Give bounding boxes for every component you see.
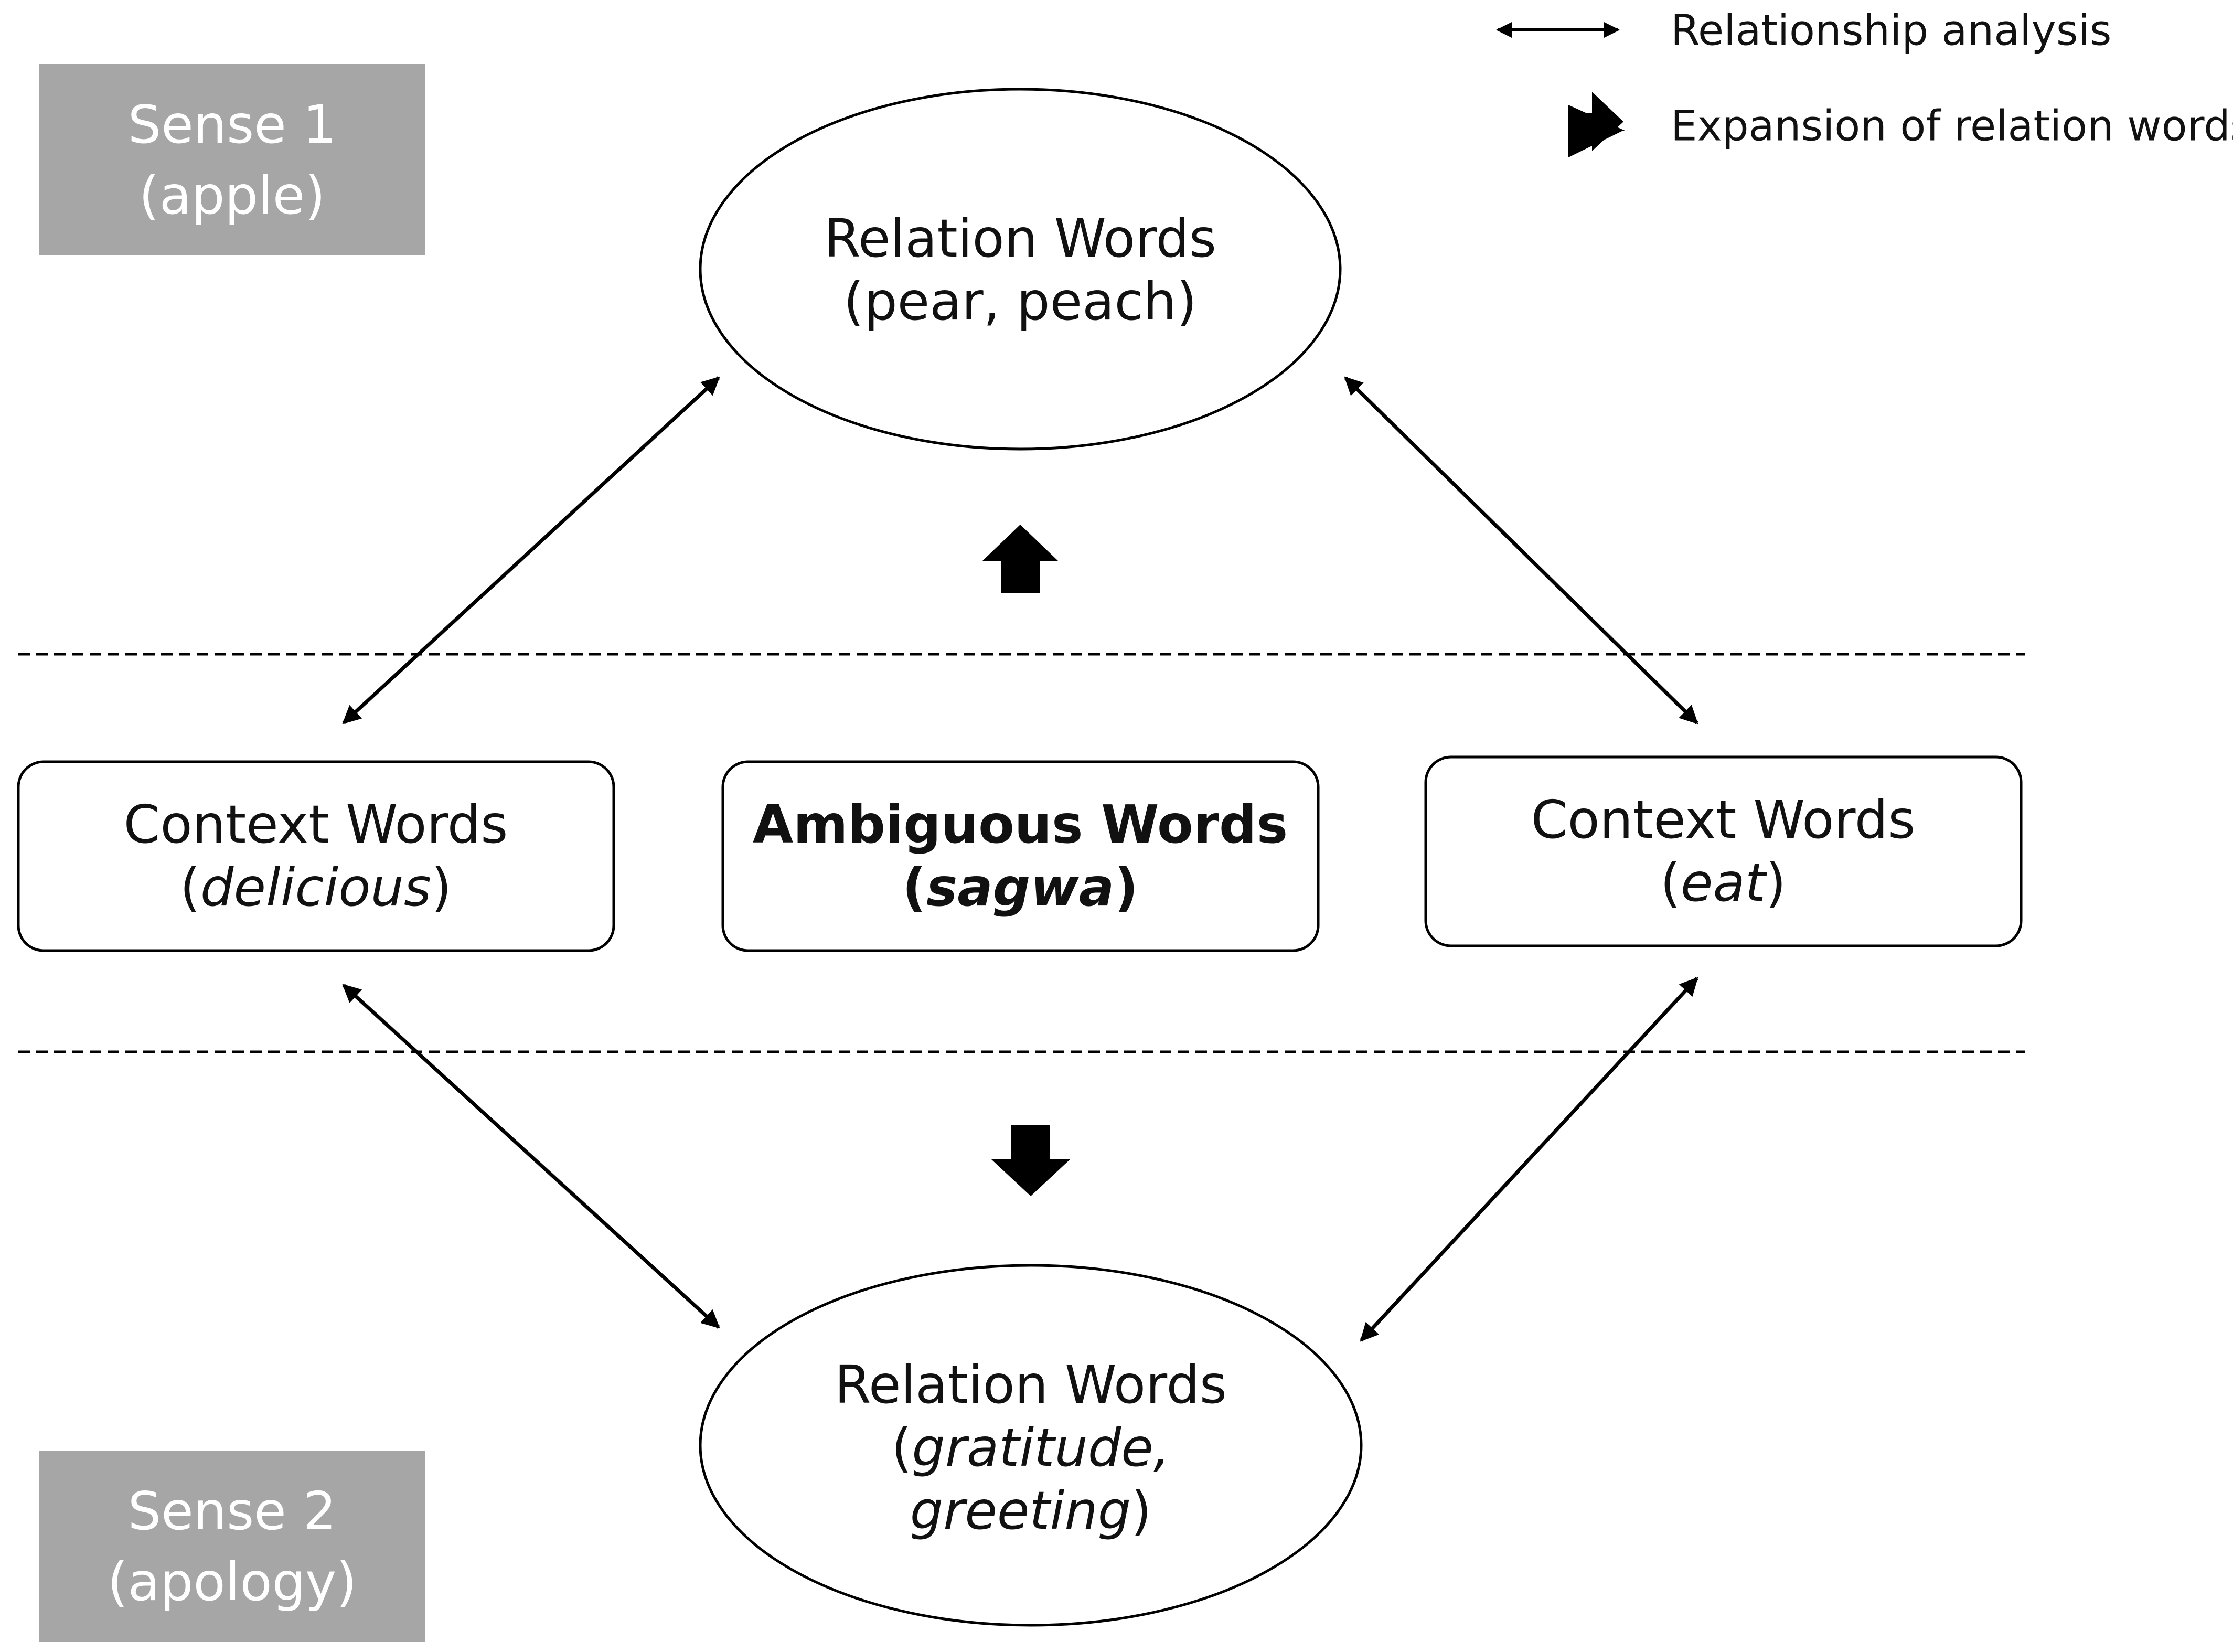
relationship-arrow-top-left xyxy=(342,376,720,724)
context-words-left-label: Context Words (delicious) xyxy=(124,793,508,919)
context-words-left-close: ) xyxy=(431,857,452,918)
sense-2-title: Sense 2 xyxy=(127,1480,337,1542)
relation-words-bottom-label: Relation Words (gratitude, greeting) xyxy=(835,1353,1227,1542)
expansion-arrow-up-icon xyxy=(982,525,1059,593)
context-words-right-box xyxy=(1424,755,2023,947)
relation-words-top-title: Relation Words xyxy=(824,208,1217,269)
context-words-left-open: ( xyxy=(179,857,200,918)
relationship-arrow-bottom-right xyxy=(1360,977,1698,1342)
ambiguous-words-box xyxy=(721,760,1320,952)
relation-words-top-label: Relation Words (pear, peach) xyxy=(824,207,1216,333)
relation-words-bottom-close: ) xyxy=(1131,1480,1152,1541)
ambiguous-words-close: ) xyxy=(1114,857,1138,918)
context-words-right-close: ) xyxy=(1766,852,1787,913)
context-words-left-box xyxy=(17,760,615,952)
relation-words-bottom-word2: greeting xyxy=(910,1480,1131,1541)
legend-expansion-label: Expansion of relation words xyxy=(1671,101,2233,151)
context-words-right-word: eat xyxy=(1680,852,1766,913)
relationship-arrow-top-right xyxy=(1344,376,1698,724)
relation-words-bottom-open: ( xyxy=(891,1417,912,1478)
context-words-left-word: delicious xyxy=(200,857,431,918)
sense-1-gloss: (apple) xyxy=(138,164,326,226)
context-words-right-open: ( xyxy=(1660,852,1681,913)
relation-words-top-ellipse xyxy=(699,88,1342,451)
sense-2-badge: Sense 2 (apology) xyxy=(39,1451,425,1642)
ambiguous-words-title: Ambiguous Words xyxy=(752,794,1288,855)
relation-words-top-examples: (pear, peach) xyxy=(843,271,1197,332)
relationship-arrow-bottom-left xyxy=(342,984,720,1329)
legend-relationship-label: Relationship analysis xyxy=(1671,6,2112,55)
sense-1-title: Sense 1 xyxy=(127,93,337,155)
sense-1-badge: Sense 1 (apple) xyxy=(39,64,425,255)
ambiguous-words-word: sagwa xyxy=(926,857,1115,918)
context-words-right-title: Context Words xyxy=(1531,789,1916,850)
ambiguous-words-open: ( xyxy=(902,857,926,918)
relation-words-bottom-title: Relation Words xyxy=(834,1354,1227,1415)
sense-2-gloss: (apology) xyxy=(107,1551,357,1613)
context-words-right-label: Context Words (eat) xyxy=(1531,788,1916,914)
expansion-arrow-down-icon xyxy=(991,1125,1070,1196)
relation-words-bottom-word1: gratitude, xyxy=(912,1417,1170,1478)
ambiguous-words-label: Ambiguous Words (sagwa) xyxy=(753,793,1288,919)
context-words-left-title: Context Words xyxy=(123,794,508,855)
relation-words-bottom-ellipse xyxy=(699,1264,1363,1627)
legend-block-arrow-icon-body xyxy=(1568,92,1623,151)
